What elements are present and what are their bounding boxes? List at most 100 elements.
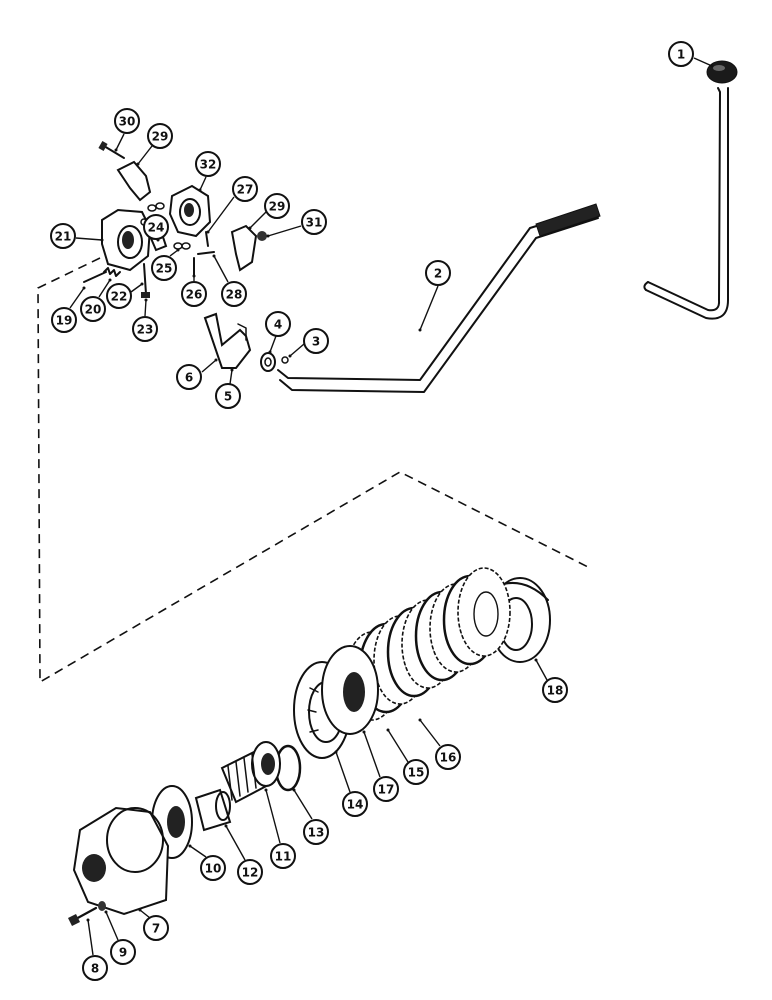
callout-5: 5	[215, 368, 241, 409]
washer-9	[98, 901, 106, 911]
callout-leader-2	[419, 285, 439, 331]
callout-arrow-3	[288, 354, 292, 358]
callout-label-15: 15	[408, 766, 425, 780]
bolt-8-head	[68, 914, 80, 926]
callout-13: 13	[292, 788, 329, 845]
fork-29-right	[230, 224, 258, 272]
callout-label-17: 17	[378, 783, 395, 797]
hub-11-teeth	[227, 753, 257, 801]
callout-arrow-16	[418, 718, 422, 722]
callout-circle-20	[80, 296, 106, 322]
shift-knob-and-rod	[643, 60, 738, 320]
callout-3: 3	[288, 328, 329, 358]
callout-leader-16	[419, 719, 441, 747]
callout-7: 7	[138, 908, 169, 941]
callout-circle-30	[114, 108, 140, 134]
callout-leader-12	[225, 825, 246, 861]
callout-circle-21	[50, 223, 76, 249]
callout-leader-15	[387, 729, 409, 763]
callout-arrow-29a	[136, 162, 140, 166]
callout-arrow-14	[334, 750, 338, 754]
bolt-30-head	[98, 141, 108, 151]
sleeve-12-end	[215, 791, 231, 821]
callout-label-10: 10	[205, 862, 222, 876]
callout-circle-23	[132, 316, 158, 342]
callout-arrow-20	[108, 278, 112, 282]
callout-label-19: 19	[56, 314, 73, 328]
callout-leader-11	[265, 789, 281, 844]
clutch-disc-9	[457, 567, 511, 657]
callout-label-22: 22	[111, 290, 128, 304]
callout-2: 2	[418, 260, 451, 332]
callout-leader-1	[693, 57, 713, 67]
callout-leader-6	[201, 359, 217, 373]
callout-arrow-17	[362, 730, 366, 734]
shift-fork	[203, 312, 252, 369]
callout-leader-32	[199, 176, 207, 191]
callout-circle-4	[265, 311, 291, 337]
callout-label-20: 20	[85, 303, 102, 317]
callout-leader-13	[293, 789, 313, 820]
callout-label-5: 5	[224, 390, 232, 404]
callout-arrow-29b	[248, 226, 252, 230]
callout-circle-13	[303, 819, 329, 845]
rod-bend	[647, 281, 721, 312]
callout-leader-17	[363, 731, 381, 778]
callout-circle-25	[151, 255, 177, 281]
callout-circle-29a	[147, 123, 173, 149]
lever-bottom-edge	[279, 217, 599, 393]
callout-leader-29a	[137, 145, 153, 165]
callout-leader-14	[335, 751, 351, 793]
bolt-23	[143, 263, 147, 295]
fork-29-upper	[116, 160, 152, 202]
callout-circle-24	[143, 214, 169, 240]
callout-arrow-23	[144, 298, 148, 302]
callout-leader-4	[269, 335, 277, 353]
callout-circle-16	[435, 744, 461, 770]
housing-32-bore	[179, 198, 201, 226]
pin-a	[147, 204, 157, 212]
callout-label-13: 13	[308, 826, 325, 840]
callout-leader-25	[169, 249, 179, 257]
callout-arrow-19	[82, 286, 86, 290]
callout-1: 1	[668, 41, 714, 68]
callout-25: 25	[151, 248, 180, 281]
callout-23: 23	[132, 298, 158, 342]
callout-label-3: 3	[312, 335, 320, 349]
fork-body	[203, 312, 252, 369]
callout-arrow-28	[212, 254, 216, 258]
callout-11: 11	[264, 788, 296, 869]
callout-arrow-5	[230, 368, 234, 372]
callout-label-30: 30	[119, 115, 136, 129]
callout-arrow-30	[114, 148, 118, 152]
housing-21-bore-dark	[122, 231, 134, 249]
housing-21-bore	[117, 225, 143, 259]
callout-arrow-2	[418, 328, 422, 332]
callout-circle-5	[215, 383, 241, 409]
callout-leader-20	[98, 279, 111, 298]
callout-arrow-11	[264, 788, 268, 792]
callout-label-24: 24	[148, 221, 165, 235]
callout-leader-27	[207, 196, 235, 233]
callout-label-32: 32	[200, 158, 217, 172]
callout-leader-19	[69, 287, 85, 309]
callout-circle-15	[403, 759, 429, 785]
nut-31	[257, 231, 267, 241]
callout-arrow-9	[104, 910, 108, 914]
callout-label-2: 2	[434, 267, 442, 281]
callout-8: 8	[82, 918, 108, 981]
callout-10: 10	[188, 844, 226, 881]
washer-4-hole	[264, 357, 272, 367]
callout-arrow-6	[214, 358, 218, 362]
splined-hub-11	[220, 741, 281, 804]
callout-leader-29b	[249, 211, 267, 229]
callout-32: 32	[195, 151, 221, 192]
callout-27: 27	[206, 176, 258, 234]
callout-arrow-31	[266, 234, 270, 238]
hub-11-bore	[261, 753, 275, 775]
housing-32-bore-dark	[184, 203, 194, 217]
callout-leader-10	[189, 845, 207, 858]
callout-label-29b: 29	[269, 200, 286, 214]
callout-arrow-15	[386, 728, 390, 732]
